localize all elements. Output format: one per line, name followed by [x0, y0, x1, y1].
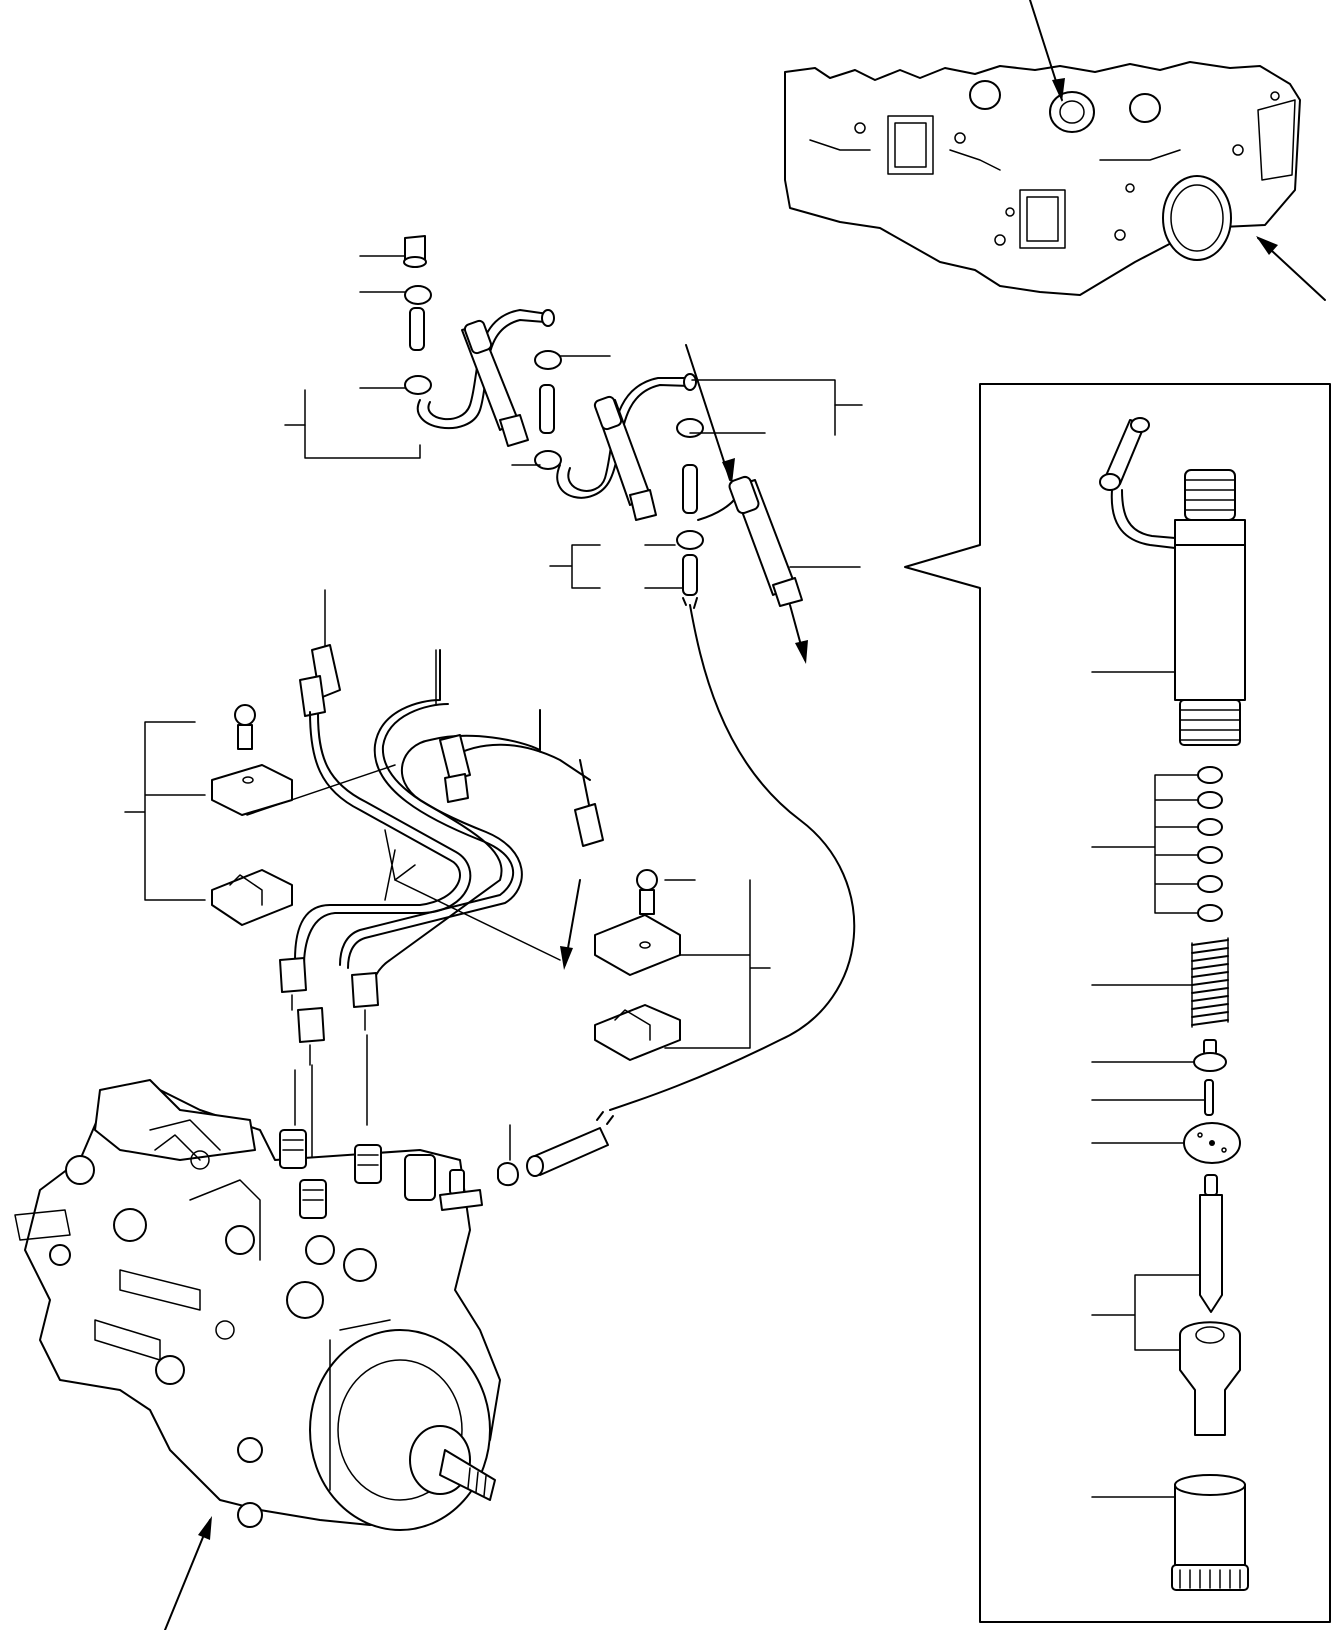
fuel-injection-pipes — [246, 589, 604, 1181]
injector-nozzle-assembly — [1091, 417, 1249, 1591]
pipe-clamps — [124, 704, 771, 1061]
detail-callout-box — [904, 383, 1331, 1623]
cylinder-head — [784, 0, 1326, 301]
fuel-injection-pump — [14, 1079, 501, 1630]
fuel-return-hose — [497, 1111, 614, 1187]
leak-off-pipes — [284, 235, 863, 1111]
